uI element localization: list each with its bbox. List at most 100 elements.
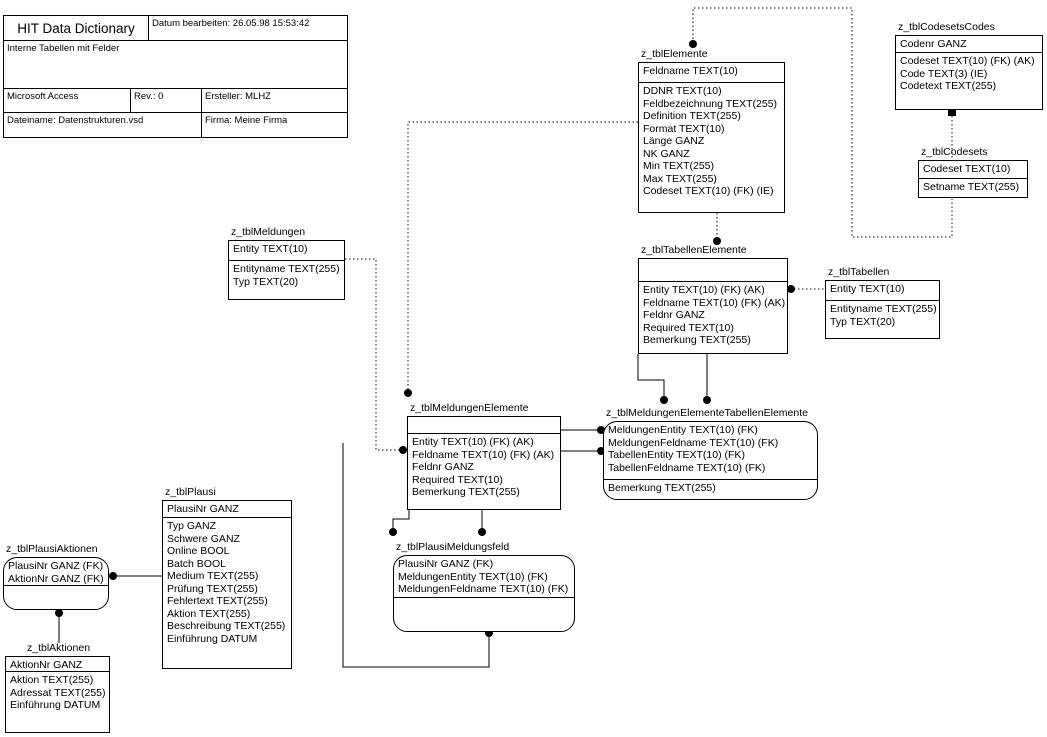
field-line: AktionNr GANZ (FK) [8,572,104,585]
field-line: Required TEXT(10) [412,473,503,486]
field-line: Länge GANZ [643,135,705,147]
connector-plausimeldungsfeld-plausi [342,443,490,668]
entity-box: Entity TEXT(10) Entityname TEXT(255)Typ … [228,240,345,300]
field-line: Aktion TEXT(255) [10,674,94,686]
field-line: Entity TEXT(10) [233,243,308,255]
field-line: Prüfung TEXT(255) [167,582,258,595]
field-line: Entityname TEXT(255) [830,303,937,315]
entity-key-section [408,417,560,434]
title-block: HIT Data Dictionary Datum bearbeiten: 26… [3,15,348,138]
connector-meldungen-meldungenelemente [345,258,400,451]
field-line: Feldname TEXT(10) (FK) (AK) [643,296,786,309]
field-line: Codeset TEXT(10) (FK) (IE) [643,185,774,197]
field-line: MeldungenEntity TEXT(10) (FK) [608,424,758,436]
connector-dot [404,389,412,397]
entity-z_tblPlausiAktionen[interactable]: z_tblPlausiAktionen PlausiNr GANZ (FK)Ak… [3,543,109,610]
field-line: Bemerkung TEXT(255) [608,482,716,494]
entity-attr-section: Entity TEXT(10) (FK) (AK)Feldname TEXT(1… [639,282,787,353]
entity-z_tblPlausiMeldungsfeld[interactable]: z_tblPlausiMeldungsfeld PlausiNr GANZ (F… [393,541,575,632]
entity-z_tblCodesets[interactable]: z_tblCodesets Codeset TEXT(10) Setname T… [918,146,1028,198]
entity-attr-section: Entity TEXT(10) (FK) (AK)Feldname TEXT(1… [408,434,560,509]
connector-dot [689,40,697,48]
title-block-company: Firma: Meine Firma [205,115,288,126]
entity-key-section: PlausiNr GANZ (FK)MeldungenEntity TEXT(1… [394,556,574,598]
entity-z_tblMeldungenElemente[interactable]: z_tblMeldungenElemente Entity TEXT(10) (… [407,402,561,510]
entity-title: z_tblMeldungen [231,226,306,238]
field-line: Min TEXT(255) [643,160,714,172]
connector-dot [109,572,117,580]
field-line: Codeset TEXT(10) (FK) (AK) [900,55,1035,67]
field-line: AktionNr GANZ [10,659,83,671]
title-block-author: Ersteller: MLHZ [202,89,347,113]
field-line: Definition TEXT(255) [643,110,741,122]
entity-box: MeldungenEntity TEXT(10) (FK)MeldungenFe… [603,421,818,500]
entity-z_tblTabellen[interactable]: z_tblTabellen Entity TEXT(10) Entityname… [825,266,940,339]
entity-box: AktionNr GANZ Aktion TEXT(255)Adressat T… [5,656,110,733]
title-block-filename: Dateiname: Datenstrukturen.vsd [4,113,202,137]
field-line: Feldname TEXT(10) [643,65,738,77]
field-line: Feldname TEXT(10) (FK) (AK) [412,448,555,461]
entity-z_tblAktionen[interactable]: z_tblAktionen AktionNr GANZ Aktion TEXT(… [5,642,110,733]
field-line: Typ TEXT(20) [830,315,896,328]
field-line: Setname TEXT(255) [923,181,1020,193]
entity-title: z_tblAktionen [27,642,91,654]
field-line: Einführung DATUM [10,699,101,711]
title-block-rev: Rev.: 0 [131,89,202,113]
entity-key-section: PlausiNr GANZ (FK)AktionNr GANZ (FK) [4,558,108,586]
field-line: Aktion TEXT(255) [167,607,251,620]
field-line: Bemerkung TEXT(255) [643,334,751,346]
entity-title: z_tblElemente [641,48,708,60]
connector-dot [787,285,795,293]
field-line: Bemerkung TEXT(255) [412,486,520,498]
entity-key-section: Codeset TEXT(10) [919,161,1027,179]
field-line: Required TEXT(10) [643,321,734,334]
field-line: Code TEXT(3) (IE) [900,67,988,80]
field-line: Online BOOL [167,545,230,557]
entity-attr-section: DDNR TEXT(10)Feldbezeichnung TEXT(255)De… [639,83,784,212]
field-line: PlausiNr GANZ (FK) [8,560,104,572]
entity-box: Entity TEXT(10) (FK) (AK)Feldname TEXT(1… [638,258,788,354]
title-block-app: Microsoft Access [4,89,131,113]
entity-title: z_tblTabellen [828,266,890,278]
entity-box: Entity TEXT(10) Entityname TEXT(255)Typ … [825,280,940,339]
entity-z_tblTabellenElemente[interactable]: z_tblTabellenElemente Entity TEXT(10) (F… [638,244,788,354]
entity-attr-section: Setname TEXT(255) [919,179,1027,197]
entity-z_tblCodesetsCodes[interactable]: z_tblCodesetsCodes Codenr GANZ Codeset T… [895,21,1043,110]
entity-key-section: Entity TEXT(10) [229,241,344,261]
entity-key-section: AktionNr GANZ [6,657,109,672]
field-line: TabellenFeldname TEXT(10) (FK) [608,461,766,474]
entity-title: z_tblCodesetsCodes [898,21,995,33]
entity-box: Feldname TEXT(10) DDNR TEXT(10)Feldbezei… [638,62,785,213]
connector-dot [703,396,711,404]
connector-dot [389,528,397,536]
entity-title: z_tblPlausiMeldungsfeld [396,541,510,553]
field-line: Entity TEXT(10) (FK) (AK) [643,284,765,296]
field-line: TabellenEntity TEXT(10) (FK) [608,449,745,461]
field-line: PlausiNr GANZ (FK) [398,558,494,570]
field-line: Adressat TEXT(255) [10,686,106,699]
entity-title: z_tblMeldungenElementeTabellenElemente [606,407,808,419]
entity-z_tblMeldungen[interactable]: z_tblMeldungen Entity TEXT(10) Entitynam… [228,226,345,300]
connector-tabellenelemente-junction-1 [637,354,665,397]
title-block-subtitle: Interne Tabellen mit Felder [4,41,347,89]
entity-z_tblElemente[interactable]: z_tblElemente Feldname TEXT(10) DDNR TEX… [638,48,785,213]
field-line: Feldbezeichnung TEXT(255) [643,97,778,110]
entity-attr-section: Bemerkung TEXT(255) [604,480,817,499]
entity-title: z_tblTabellenElemente [641,244,747,256]
entity-title: z_tblCodesets [921,146,988,158]
entity-title: z_tblMeldungenElemente [410,402,529,414]
entity-attr-section [4,586,108,609]
connector-meldungenelemente-plausimeldungsfeld-1 [392,510,410,529]
field-line: PlausiNr GANZ [167,503,239,515]
field-line: Batch BOOL [167,557,226,570]
connector-dot [55,609,63,617]
field-line: MeldungenEntity TEXT(10) (FK) [398,570,548,583]
title-block-title: HIT Data Dictionary [4,16,149,41]
field-line: Entity TEXT(10) (FK) (AK) [412,436,534,448]
entity-z_tblMeldungenElementeTabellenElemente[interactable]: z_tblMeldungenElementeTabellenElemente M… [603,407,818,500]
field-line: Beschreibung TEXT(255) [167,620,286,632]
field-line: NK GANZ [643,147,690,160]
